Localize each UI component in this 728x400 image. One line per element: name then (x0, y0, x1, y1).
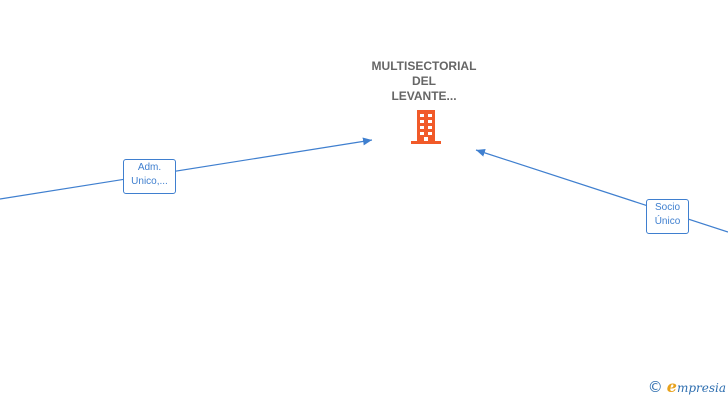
edge-socio-to-company (475, 148, 728, 233)
empresia-logo-initial: e (666, 376, 677, 396)
copyright-icon: © (647, 378, 663, 396)
relation-label-adm-line-1: Adm. (137, 162, 162, 173)
company-name-line-1: MULTISECTORIAL (371, 59, 477, 73)
relation-label-socio-line-1: Socio (654, 202, 680, 213)
relation-label-adm-line-2: Unico,... (131, 176, 168, 187)
empresia-footer[interactable]: © empresia (647, 376, 726, 397)
company-name-line-2: DEL (412, 74, 436, 88)
company-name-line-3: LEVANTE... (391, 89, 457, 103)
company-name[interactable]: MULTISECTORIAL DEL LEVANTE... (352, 59, 496, 104)
building-icon[interactable] (409, 109, 443, 145)
empresia-logo: empresia (666, 376, 726, 397)
relation-label-socio-line-2: Único (654, 216, 681, 227)
relation-label-adm[interactable]: Adm. Unico,... (123, 159, 176, 194)
relation-label-socio[interactable]: Socio Único (646, 199, 689, 234)
edge-adm-to-company (0, 137, 373, 200)
empresia-logo-text: mpresia (676, 380, 726, 395)
